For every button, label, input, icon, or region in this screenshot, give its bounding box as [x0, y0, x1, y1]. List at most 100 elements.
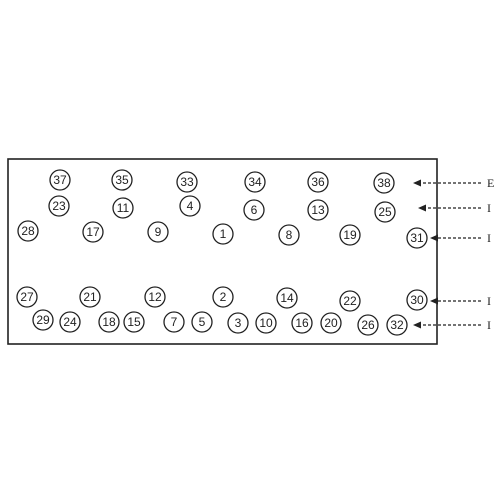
bolt-number: 18 [102, 315, 116, 329]
bolt-circle [32, 309, 54, 331]
callout-arrow-1: E [413, 176, 494, 190]
bolt-number: 34 [248, 175, 262, 189]
bolt-number: 3 [235, 316, 242, 330]
bolt-4: 4 [179, 195, 201, 217]
bolt-circle [212, 286, 234, 308]
bolt-circle [278, 224, 300, 246]
bolt-number: 29 [36, 313, 50, 327]
bolt-number: 30 [410, 293, 424, 307]
bolt-circle [98, 311, 120, 333]
bolt-number: 38 [377, 176, 391, 190]
cylinder-head-outline [7, 158, 438, 345]
bolt-29: 29 [32, 309, 54, 331]
bolt-circle [82, 221, 104, 243]
bolt-number: 7 [171, 315, 178, 329]
bolt-circle [163, 311, 185, 333]
arrowhead-icon [430, 234, 438, 242]
callout-arrow-4: I [430, 294, 491, 308]
bolt-number: 21 [83, 290, 97, 304]
bolt-33: 33 [176, 171, 198, 193]
bolt-circle [339, 224, 361, 246]
bolt-25: 25 [374, 201, 396, 223]
bolt-number: 27 [20, 290, 34, 304]
bolt-15: 15 [123, 311, 145, 333]
callout-label: I [487, 318, 491, 332]
bolt-number: 1 [220, 227, 227, 241]
bolt-number: 22 [343, 294, 357, 308]
bolt-number: 23 [52, 199, 66, 213]
bolt-circle [373, 172, 395, 194]
bolt-circle [374, 201, 396, 223]
bolt-5: 5 [191, 311, 213, 333]
callout-label: I [487, 201, 491, 215]
bolt-9: 9 [147, 221, 169, 243]
bolt-circle [179, 195, 201, 217]
bolt-circle [79, 286, 101, 308]
bolt-number: 5 [199, 315, 206, 329]
bolt-35: 35 [111, 169, 133, 191]
bolt-31: 31 [406, 227, 428, 249]
bolt-number: 17 [86, 225, 100, 239]
bolt-circle [49, 169, 71, 191]
bolt-number: 24 [63, 315, 77, 329]
callout-label: I [487, 294, 491, 308]
bolt-circle [227, 312, 249, 334]
callout-label: I [487, 231, 491, 245]
bolt-circle [59, 311, 81, 333]
bolt-12: 12 [144, 286, 166, 308]
bolt-28: 28 [17, 220, 39, 242]
arrowhead-icon [413, 179, 421, 187]
bolt-circle [212, 223, 234, 245]
bolt-number: 31 [410, 231, 424, 245]
bolt-2: 2 [212, 286, 234, 308]
bolt-27: 27 [16, 286, 38, 308]
bolt-10: 10 [255, 312, 277, 334]
bolt-number: 15 [127, 315, 141, 329]
bolt-circle [406, 227, 428, 249]
bolt-number: 9 [155, 225, 162, 239]
bolt-number: 35 [115, 173, 129, 187]
bolt-circle [111, 169, 133, 191]
bolt-number: 4 [187, 199, 194, 213]
bolt-number: 6 [251, 203, 258, 217]
bolt-number: 26 [361, 318, 375, 332]
bolt-36: 36 [307, 171, 329, 193]
bolt-24: 24 [59, 311, 81, 333]
bolt-8: 8 [278, 224, 300, 246]
bolt-21: 21 [79, 286, 101, 308]
bolt-circle [191, 311, 213, 333]
bolt-circle [339, 290, 361, 312]
arrowhead-icon [413, 321, 421, 329]
callout-label: E [487, 176, 494, 190]
callout-arrow-3: I [430, 231, 491, 245]
bolt-number: 8 [286, 228, 293, 242]
arrowhead-icon [430, 297, 438, 305]
bolt-number: 13 [311, 203, 325, 217]
bolt-7: 7 [163, 311, 185, 333]
bolt-circle [320, 312, 342, 334]
bolt-number: 28 [21, 224, 35, 238]
bolt-circle [17, 220, 39, 242]
bolt-circle [123, 311, 145, 333]
bolt-circle [243, 199, 265, 221]
bolt-circle [112, 197, 134, 219]
bolt-circle [176, 171, 198, 193]
bolt-number: 11 [117, 201, 130, 215]
bolt-number: 10 [259, 316, 273, 330]
bolt-circle [16, 286, 38, 308]
bolt-circle [307, 199, 329, 221]
bolt-number: 37 [53, 173, 67, 187]
bolt-17: 17 [82, 221, 104, 243]
bolt-1: 1 [212, 223, 234, 245]
bolt-circle [406, 289, 428, 311]
bolt-circle [307, 171, 329, 193]
bolt-number: 14 [280, 291, 294, 305]
bolt-circle [386, 314, 408, 336]
bolt-number: 2 [220, 290, 227, 304]
bolt-26: 26 [357, 314, 379, 336]
bolt-3: 3 [227, 312, 249, 334]
bolt-19: 19 [339, 224, 361, 246]
bolt-22: 22 [339, 290, 361, 312]
bolt-38: 38 [373, 172, 395, 194]
bolt-number: 20 [324, 316, 338, 330]
